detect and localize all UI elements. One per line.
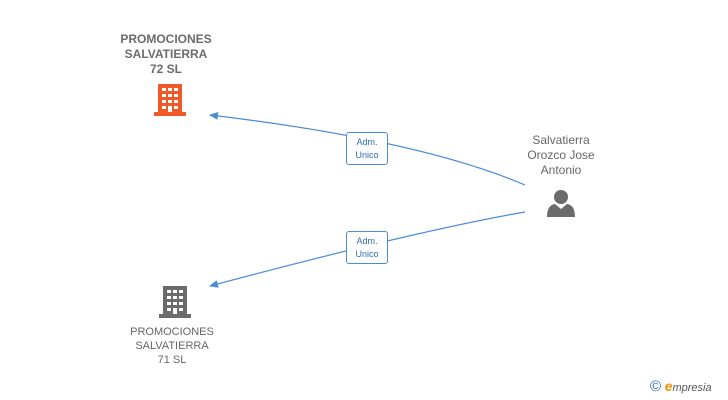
- relation-label-adm-unico: Adm. Unico: [346, 231, 388, 264]
- company-71-label[interactable]: PROMOCIONES SALVATIERRA 71 SL: [130, 326, 214, 366]
- building-icon-company-71[interactable]: [159, 286, 191, 318]
- copyright-icon: ©: [650, 378, 662, 395]
- relation-label-adm-unico: Adm. Unico: [346, 132, 388, 165]
- person-icon[interactable]: [547, 190, 575, 217]
- building-icon-company-72[interactable]: [154, 84, 186, 116]
- company-72-label[interactable]: PROMOCIONES SALVATIERRA 72 SL: [120, 32, 212, 76]
- brand-initial: e: [664, 378, 673, 394]
- brand-name: mpresia: [672, 382, 712, 394]
- edge-person-to-company-71: [209, 211, 526, 288]
- person-label[interactable]: Salvatierra Orozco Jose Antonio: [527, 133, 595, 177]
- edge-person-to-company-72: [209, 111, 526, 186]
- footer-brand[interactable]: © empresia: [650, 378, 712, 395]
